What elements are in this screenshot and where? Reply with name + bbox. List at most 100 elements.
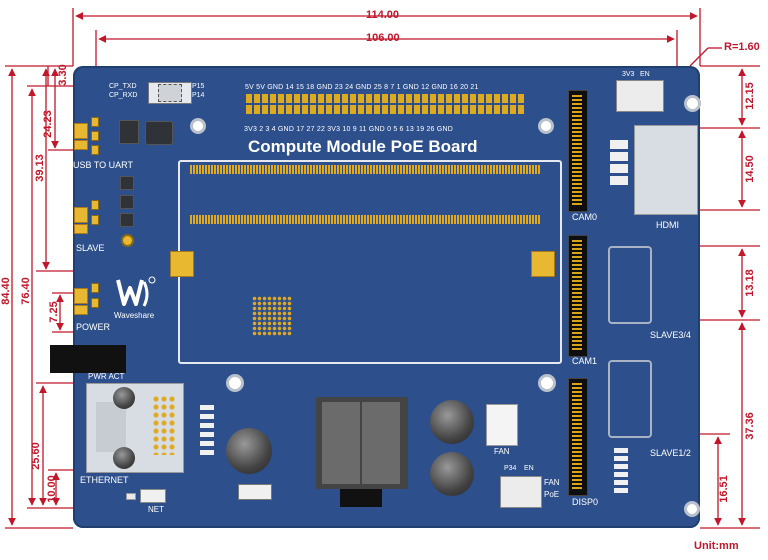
dim-left-39-13: 39.13 bbox=[34, 154, 46, 182]
mounting-hole bbox=[684, 501, 700, 517]
slave-port-pad bbox=[74, 224, 88, 234]
dim-left-24-23: 24.23 bbox=[42, 110, 54, 138]
hdmi-label: HDMI bbox=[656, 220, 679, 230]
dim-left-10-00: 10.00 bbox=[46, 475, 58, 503]
slave-label: SLAVE bbox=[76, 243, 105, 253]
uart-chip bbox=[145, 121, 173, 145]
disp0-connector[interactable] bbox=[568, 378, 588, 496]
dim-right-37-36: 37.36 bbox=[744, 412, 756, 440]
ethernet-housing bbox=[96, 402, 126, 452]
resistor-array bbox=[200, 405, 214, 455]
dim-radius: R=1.60 bbox=[724, 41, 760, 53]
slave34-label: SLAVE3/4 bbox=[650, 330, 691, 340]
test-pad bbox=[121, 234, 134, 247]
resistor-array bbox=[614, 448, 628, 494]
power-jack bbox=[50, 345, 126, 373]
cam1-label: CAM1 bbox=[572, 356, 598, 366]
socket-latch-pad bbox=[170, 251, 194, 277]
ethernet-label: ETHERNET bbox=[80, 475, 129, 485]
dim-width-outer: 114.00 bbox=[366, 9, 400, 21]
cp-txd-label: CP_TXD bbox=[109, 83, 137, 90]
power-port-pad bbox=[74, 288, 88, 304]
ethernet-led-left bbox=[113, 387, 135, 409]
net-label: NET bbox=[148, 505, 164, 514]
electrolytic-capacitor bbox=[430, 452, 474, 496]
ethernet-pins bbox=[152, 395, 176, 455]
pwr-act-label: PWR ACT bbox=[88, 372, 125, 381]
p15-label: P15 bbox=[192, 83, 205, 90]
resistor-array bbox=[610, 140, 628, 188]
smd-component bbox=[91, 298, 99, 308]
transformer-core bbox=[322, 402, 360, 484]
gpio-bottom-labels: 3V3 2 3 4 GND 17 27 22 3V3 10 9 11 GND 0… bbox=[244, 126, 453, 133]
dim-left-7-25: 7.25 bbox=[48, 301, 60, 323]
smd-component bbox=[91, 131, 99, 141]
mounting-hole bbox=[226, 374, 244, 392]
dim-right-12-15: 12.15 bbox=[744, 82, 756, 110]
smd-chip bbox=[119, 120, 139, 144]
gpio-header-bottom-row bbox=[246, 105, 526, 114]
slave12-label: SLAVE1/2 bbox=[650, 448, 691, 458]
dim-left-small: 3.30 bbox=[57, 64, 69, 86]
compute-module-outline bbox=[178, 160, 562, 364]
sodimm-socket-bottom bbox=[190, 215, 540, 224]
cam1-connector[interactable] bbox=[568, 235, 588, 357]
usb-port-pad bbox=[74, 123, 88, 139]
net-led bbox=[126, 493, 136, 500]
socket-latch-pad bbox=[531, 251, 555, 277]
hdmi-port[interactable] bbox=[634, 125, 698, 215]
power-label: POWER bbox=[76, 322, 111, 332]
hdmi-power-header[interactable] bbox=[616, 80, 664, 112]
fan-poe-bottom-label: PoE bbox=[544, 490, 560, 499]
smd-component bbox=[91, 283, 99, 293]
cp-rxd-label: CP_RXD bbox=[109, 92, 138, 99]
dim-right-13-18: 13.18 bbox=[744, 269, 756, 297]
disp0-label: DISP0 bbox=[572, 497, 599, 507]
usb-port-pad bbox=[74, 140, 88, 150]
p34-label: P34 bbox=[504, 465, 517, 472]
p14-label: P14 bbox=[192, 92, 205, 99]
electrolytic-capacitor bbox=[226, 428, 272, 474]
usb-to-uart-label: USB TO UART bbox=[73, 160, 134, 170]
smd-component bbox=[91, 117, 99, 127]
fan-label: FAN bbox=[494, 447, 510, 456]
unit-label: Unit:mm bbox=[694, 540, 739, 552]
jumper-cap bbox=[158, 84, 182, 102]
waveshare-logo bbox=[116, 276, 156, 307]
sodimm-socket-top bbox=[190, 165, 540, 174]
smd-chip bbox=[120, 213, 134, 227]
small-connector bbox=[238, 484, 272, 500]
dim-right-14-50: 14.50 bbox=[744, 155, 756, 183]
slave34-usb-port[interactable] bbox=[608, 246, 652, 324]
transformer-base bbox=[340, 489, 382, 507]
mounting-hole bbox=[538, 118, 554, 134]
smd-component bbox=[91, 200, 99, 210]
mounting-hole bbox=[538, 374, 556, 392]
cam0-connector[interactable] bbox=[568, 90, 588, 212]
dim-height-outer: 84.40 bbox=[0, 277, 12, 305]
transformer-core bbox=[362, 402, 400, 484]
power-port-pad bbox=[74, 305, 88, 315]
smd-component bbox=[91, 215, 99, 225]
cam0-label: CAM0 bbox=[572, 212, 598, 222]
slave12-usb-port[interactable] bbox=[608, 360, 652, 438]
dim-width-inner: 106.00 bbox=[366, 32, 400, 44]
brand-label: Waveshare bbox=[114, 311, 155, 320]
fan-poe-header[interactable] bbox=[500, 476, 542, 508]
bga-pad-grid bbox=[252, 296, 292, 336]
en-top-label: EN bbox=[640, 71, 650, 78]
3v3-label: 3V3 bbox=[622, 71, 635, 78]
fan-connector[interactable] bbox=[486, 404, 518, 446]
slave-port-pad bbox=[74, 207, 88, 223]
smd-chip bbox=[120, 195, 134, 209]
en-label: EN bbox=[524, 465, 534, 472]
mounting-hole bbox=[190, 118, 206, 134]
smd-chip bbox=[120, 176, 134, 190]
smd-component bbox=[91, 145, 99, 155]
mounting-hole bbox=[684, 95, 701, 112]
dim-left-25-60: 25.60 bbox=[30, 442, 42, 470]
electrolytic-capacitor bbox=[430, 400, 474, 444]
ethernet-led-right bbox=[113, 447, 135, 469]
dim-height-inner: 76.40 bbox=[20, 277, 32, 305]
dim-right-16-51: 16.51 bbox=[718, 475, 730, 503]
